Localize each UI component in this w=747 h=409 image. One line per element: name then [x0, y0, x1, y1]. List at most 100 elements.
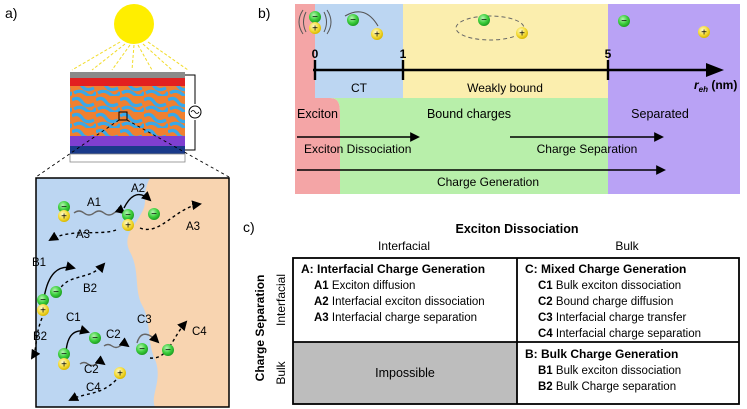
- svg-text:−: −: [40, 295, 46, 306]
- cell-c-item: C1 Bulk exciton dissociation: [538, 280, 681, 292]
- separated-sketch: − +: [618, 15, 710, 39]
- svg-text:−: −: [61, 202, 67, 213]
- label-b2: B2: [83, 283, 97, 295]
- electron-particle: −: [162, 344, 174, 356]
- svg-text:+: +: [40, 306, 46, 317]
- label-c2: C2: [84, 364, 99, 376]
- svg-text:−: −: [481, 15, 487, 26]
- label-a3: A3: [186, 221, 200, 233]
- region-ct: [315, 4, 403, 98]
- panel-c: c) Exciton Dissociation Interfacial Bulk…: [243, 219, 740, 405]
- cell-a: A: Interfacial Charge Generation A1 Exci…: [301, 262, 485, 324]
- svg-text:−: −: [139, 344, 145, 355]
- cell-c: C: Mixed Charge Generation C1 Bulk excit…: [525, 262, 701, 340]
- panel-b-label: b): [258, 5, 270, 21]
- hole-particle: +: [114, 367, 126, 380]
- panel-c-label: c): [243, 219, 255, 235]
- impossible-label: Impossible: [375, 366, 435, 380]
- region-exciton: [295, 4, 315, 194]
- exciton-sketch: − +: [298, 9, 332, 35]
- label-a1: A1: [87, 197, 101, 209]
- axis-label: reh (nm): [694, 78, 737, 94]
- col-header-bulk: Bulk: [615, 239, 639, 253]
- svg-text:−: −: [151, 209, 157, 220]
- svg-text:+: +: [701, 28, 707, 39]
- cell-b-item: B2 Bulk Charge separation: [538, 381, 676, 393]
- bound-charges-label: Bound charges: [427, 107, 511, 121]
- cell-c-item: C4 Interfacial charge separation: [538, 328, 701, 340]
- solar-cell-device: [69, 72, 202, 163]
- charge-separation-label: Charge Separation: [537, 142, 638, 156]
- svg-text:−: −: [92, 333, 98, 344]
- charge-generation-label: Charge Generation: [437, 175, 539, 189]
- svg-text:+: +: [61, 360, 67, 371]
- label-b1: B1: [32, 257, 46, 269]
- electron-particle: −: [89, 332, 101, 344]
- separated-label: Separated: [631, 107, 689, 121]
- row-axis-label: Charge Separation: [253, 275, 267, 382]
- process-labels: A1 A2 A3 A3 B1 B2 B2 C1 C2 C3 C2 C4 C4: [32, 183, 207, 394]
- particles: − + − + − − + − − + − − + −: [37, 201, 174, 380]
- weakly-bound-label: Weakly bound: [467, 81, 543, 95]
- svg-text:−: −: [53, 287, 59, 298]
- svg-text:+: +: [374, 30, 380, 41]
- label-c4: C4: [86, 382, 101, 394]
- exciton-label: Exciton: [297, 107, 338, 121]
- label-c4: C4: [192, 326, 207, 338]
- svg-text:+: +: [519, 29, 525, 40]
- exciton-particle: − +: [58, 348, 70, 371]
- reh-axis: 0 1 5 reh (nm): [312, 47, 738, 94]
- electron-particle: −: [50, 286, 62, 298]
- panel-a-label: a): [5, 5, 17, 21]
- label-c3: C3: [137, 314, 152, 326]
- svg-text:−: −: [61, 349, 67, 360]
- label-b2: B2: [33, 331, 47, 343]
- svg-text:+: +: [125, 221, 131, 232]
- ct-label: CT: [351, 81, 368, 95]
- col-header-interfacial: Interfacial: [378, 239, 430, 253]
- interface-exciton-particle: − +: [122, 209, 134, 232]
- cell-b-item: B1 Bulk exciton dissociation: [538, 365, 681, 377]
- electron-particle: −: [136, 343, 148, 355]
- tick-0: 0: [312, 47, 319, 61]
- exciton-dissociation-label: Exciton Dissociation: [304, 142, 411, 156]
- svg-text:−: −: [621, 16, 627, 27]
- svg-text:+: +: [117, 369, 123, 380]
- label-a2: A2: [131, 183, 145, 195]
- table-frame: [292, 257, 740, 405]
- exciton-particle: − +: [37, 294, 49, 317]
- weakly-bound-sketch: − +: [455, 14, 528, 41]
- tick-1: 1: [400, 47, 407, 61]
- cell-c-item: C3 Interfacial charge transfer: [538, 312, 686, 324]
- svg-text:−: −: [312, 12, 318, 23]
- svg-text:+: +: [61, 212, 67, 223]
- panel-b: b) − + − + − + − +: [258, 4, 740, 194]
- svg-text:B: Bulk Charge Generation: B: Bulk Charge Generation: [525, 347, 678, 361]
- pathway-arrows: [30, 191, 202, 401]
- label-a3: A3: [76, 229, 90, 241]
- panel-a: a): [5, 4, 230, 408]
- tick-5: 5: [605, 47, 612, 61]
- svg-text:A: Interfacial Charge Generati: A: Interfacial Charge Generation: [301, 262, 485, 276]
- row-header-interfacial: Interfacial: [274, 274, 288, 326]
- cell-b: B: Bulk Charge Generation B1 Bulk excito…: [525, 347, 681, 393]
- sun-icon: [71, 4, 189, 71]
- label-c1: C1: [66, 312, 81, 324]
- label-c2: C2: [106, 329, 121, 341]
- exciton-particle: − +: [58, 201, 70, 223]
- cell-a-item: A2 Interfacial exciton dissociation: [314, 296, 485, 308]
- svg-text:C: Mixed Charge Generation: C: Mixed Charge Generation: [525, 262, 686, 276]
- svg-text:−: −: [125, 210, 131, 221]
- ct-sketch: − +: [344, 11, 383, 41]
- cell-c-item: C2 Bound charge diffusion: [538, 296, 673, 308]
- region-separated: [608, 4, 740, 194]
- cell-a-item: A1 Exciton diffusion: [314, 280, 415, 292]
- row-header-bulk: Bulk: [274, 360, 288, 384]
- svg-text:−: −: [350, 15, 356, 26]
- cell-impossible: [293, 342, 517, 404]
- cell-a-item: A3 Interfacial charge separation: [314, 312, 477, 324]
- svg-text:+: +: [312, 24, 318, 35]
- svg-text:−: −: [165, 345, 171, 356]
- region-weakly-bound: [403, 4, 608, 98]
